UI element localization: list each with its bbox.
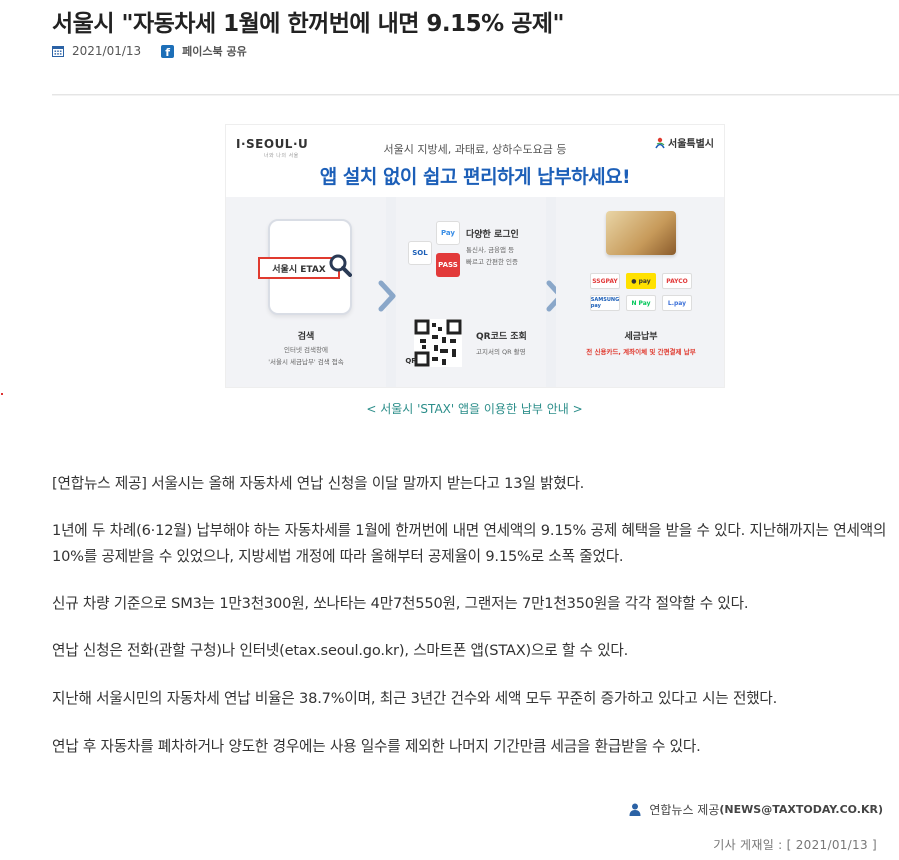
- article-date: 2021/01/13: [72, 44, 142, 58]
- magnifier-icon: [329, 254, 352, 277]
- posted-date: 기사 게재일 : [ 2021/01/13 ]: [713, 838, 877, 852]
- ssgpay-logo: SSGPAY: [590, 273, 620, 289]
- article-paragraph: 1년에 두 차례(6·12월) 납부해야 하는 자동차세를 1월에 한꺼번에 내…: [52, 522, 887, 565]
- pay-app-icon: Pay: [436, 221, 460, 245]
- iseoulu-logo-text: I·SEOUL·U: [236, 137, 309, 151]
- header-divider: [52, 94, 899, 95]
- naverpay-logo: N Pay: [626, 295, 656, 311]
- chevron-right-icon: [378, 280, 396, 312]
- banner-headline: 앱 설치 없이 쉽고 편리하게 납부하세요!: [319, 166, 631, 188]
- seoul-city-logo: 서울특별시: [655, 135, 714, 150]
- image-caption: < 서울시 'STAX' 앱을 이용한 납부 안내 >: [366, 402, 583, 416]
- qr-label: QR: [405, 357, 417, 365]
- step-search-panel: 서울시 ETAX 검색 인터넷 검색창에 '서울시 세금납부' 검색 접속: [226, 197, 386, 387]
- login-title: 다양한 로그인: [466, 230, 519, 240]
- article-paragraph: 연납 후 자동차를 폐차하거나 양도한 경우에는 사용 일수를 제외한 나머지 …: [52, 738, 701, 755]
- seoul-city-logo-text: 서울특별시: [668, 139, 714, 150]
- qr-desc: 고지서의 QR 촬영: [476, 348, 526, 356]
- credit-email: (NEWS@TAXTODAY.CO.KR): [719, 803, 883, 816]
- article-meta: 2021/01/13 f 페이스북 공유: [52, 43, 247, 59]
- banner-subtitle: 서울시 지방세, 과태료, 상하수도요금 등: [383, 143, 567, 156]
- pass-app-icon: PASS: [436, 253, 460, 277]
- article-paragraph: 지난해 서울시민의 자동차세 연납 비율은 38.7%이며, 최근 3년간 건수…: [52, 690, 778, 707]
- article-paragraph: 연납 신청은 전화(관할 구청)나 인터넷(etax.seoul.go.kr),…: [52, 642, 629, 659]
- iseoulu-logo-sub: 너와 나의 서울: [264, 153, 299, 159]
- calendar-icon: [52, 46, 64, 57]
- banner-header: I·SEOUL·U 너와 나의 서울 서울특별시 서울시 지방세, 과태료, 상…: [226, 125, 724, 197]
- step-payment-title: 세금납부: [624, 332, 658, 342]
- stray-dot: [1, 393, 3, 395]
- login-desc-1: 통신사, 금융앱 등: [466, 246, 515, 254]
- credit-name: 연합뉴스 제공: [649, 803, 720, 817]
- qr-code-icon: [414, 319, 462, 367]
- step-payment-desc: 전 신용카드, 계좌이체 및 간편결제 납부: [586, 348, 696, 356]
- facebook-share-link[interactable]: 페이스북 공유: [182, 45, 247, 58]
- banner-steps: 서울시 ETAX 검색 인터넷 검색창에 '서울시 세금납부' 검색 접속 SO…: [226, 197, 724, 387]
- article-title: 서울시 "자동차세 1월에 한꺼번에 내면 9.15% 공제": [52, 11, 565, 37]
- qr-title: QR코드 조회: [476, 332, 527, 342]
- article-paragraph: 신규 차량 기준으로 SM3는 1만3천300원, 쏘나타는 4만7천550원,…: [52, 595, 749, 612]
- step-login-panel: SOL Pay PASS 다양한 로그인 통신사, 금융앱 등 빠르고 간편한 …: [396, 197, 546, 387]
- credit-card-icon: [606, 211, 676, 255]
- step-payment-panel: SSGPAY ● pay PAYCO SAMSUNG pay N Pay L.p…: [556, 197, 724, 387]
- sol-app-icon: SOL: [408, 241, 432, 265]
- login-desc-2: 빠르고 간편한 인증: [466, 258, 518, 266]
- step-search-desc-2: '서울시 세금납부' 검색 접속: [268, 358, 344, 366]
- step-search-title: 검색: [297, 332, 315, 342]
- payco-logo: PAYCO: [662, 273, 692, 289]
- article-paragraph: [연합뉴스 제공] 서울시는 올해 자동차세 연납 신청을 이달 말까지 받는다…: [52, 475, 585, 492]
- step-search-desc-1: 인터넷 검색창에: [284, 346, 328, 354]
- facebook-icon[interactable]: f: [161, 44, 175, 58]
- user-icon: [629, 803, 641, 816]
- search-box-text: 서울시 ETAX: [272, 264, 326, 275]
- kakaopay-logo: ● pay: [626, 273, 656, 289]
- seoul-mark-icon: [655, 137, 665, 148]
- lpay-logo: L.pay: [662, 295, 692, 311]
- article-credit: 연합뉴스 제공 (NEWS@TAXTODAY.CO.KR): [629, 801, 883, 818]
- iseoulu-logo: I·SEOUL·U 너와 나의 서울: [236, 137, 308, 159]
- samsungpay-logo: SAMSUNG pay: [590, 295, 620, 311]
- article-image: I·SEOUL·U 너와 나의 서울 서울특별시 서울시 지방세, 과태료, 상…: [225, 124, 725, 388]
